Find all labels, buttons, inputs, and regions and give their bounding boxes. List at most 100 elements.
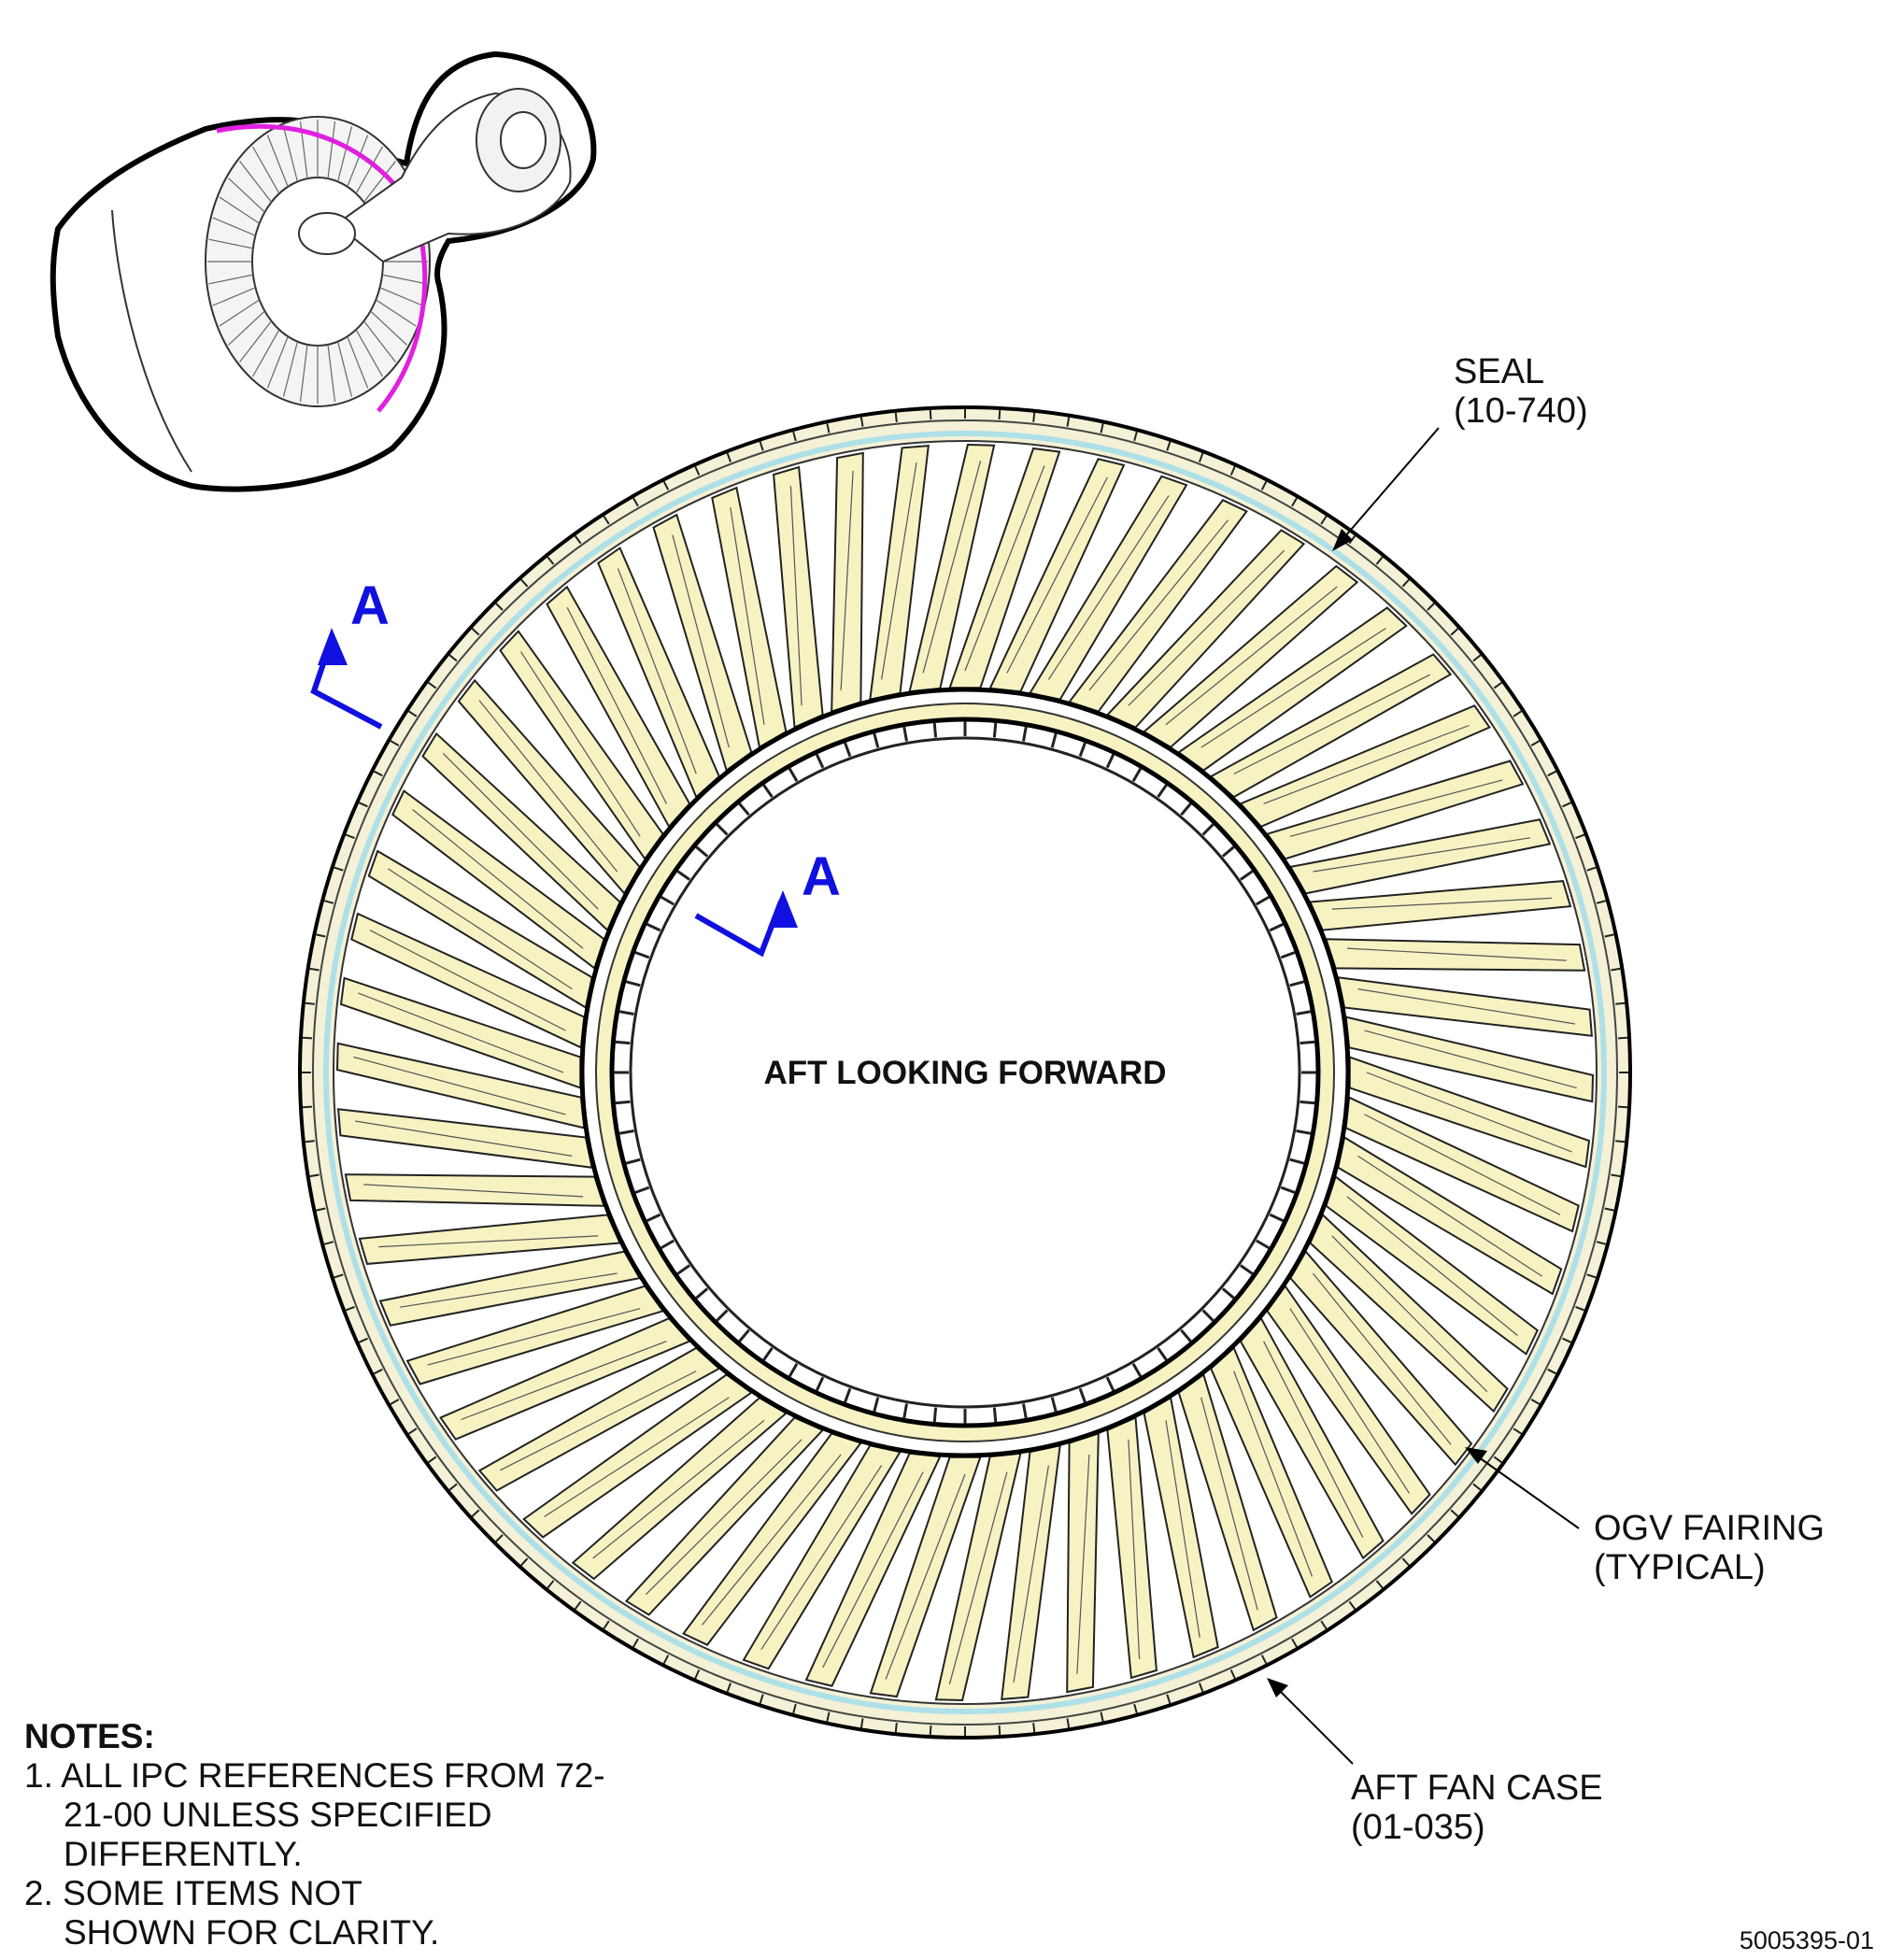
case-bolt-tick [1229,465,1236,476]
inner-bolt-tick [815,1376,825,1392]
case-bolt-tick [998,409,1001,420]
inner-bolt-tick [1300,1100,1315,1105]
case-bolt-tick [574,535,582,545]
inner-bolt-tick [634,1186,650,1195]
aft-fan-case-leader-line [1277,1688,1354,1765]
inner-ring-bore [629,736,1301,1409]
inner-bolt-tick [1289,980,1305,987]
locator-blade [347,335,369,389]
locator-blade [208,238,254,249]
case-bolt-tick [1562,802,1572,808]
inner-bolt-tick [1180,1328,1192,1342]
case-bolt-tick [1100,1711,1104,1722]
case-bolt-tick [1493,1456,1502,1464]
locator-fan-hub [251,177,384,347]
inner-bolt-tick [660,1239,675,1250]
case-bolt-tick [1166,441,1172,451]
case-bolt-tick [694,1669,701,1680]
inner-bolt-tick [716,1309,729,1322]
case-bolt-tick [632,497,639,507]
case-bolt-tick [373,770,383,777]
inner-bolt-tick [1050,732,1058,748]
inner-bolt-tick [1269,922,1285,932]
case-bolt-tick [305,1001,315,1005]
inner-bolt-tick [1256,895,1271,906]
inner-bolt-tick [843,742,852,758]
case-bolt-tick [929,409,932,420]
inner-bolt-tick [815,753,825,769]
case-bolt-tick [694,465,701,476]
case-bolt-tick [1229,1669,1236,1680]
inner-bolt-tick [1050,1397,1058,1413]
case-bolt-tick [759,1694,764,1704]
inner-bolt-tick [1131,767,1143,782]
case-bolt-tick [345,1305,355,1312]
case-bolt-tick [309,967,320,972]
view-label: AFT LOOKING FORWARD [764,1055,1167,1091]
section-letter-upper: A [350,575,390,636]
seal-callout: SEAL (10-740) [1332,352,1588,551]
inner-bolt-tick [660,895,675,906]
case-bolt-tick [792,1703,797,1714]
case-bolt-tick [1032,1723,1036,1733]
case-bolt-tick [1611,1173,1621,1178]
case-bolt-tick [1604,933,1614,938]
locator-blade [370,310,407,346]
inner-bolt-tick [992,1407,998,1423]
locator-blade [239,161,272,203]
locator-blade [347,135,369,188]
case-bolt-tick [373,1368,383,1375]
inner-bolt-tick [695,1287,709,1300]
case-bolt-tick [1066,1718,1071,1728]
case-bolt-tick [726,452,732,462]
inner-bolt-tick [615,1040,631,1045]
case-bolt-tick [1513,1427,1523,1435]
engine-locator-view [50,50,597,492]
ogv-fairing-callout-ref: (TYPICAL) [1594,1548,1766,1587]
inner-bolt-tick [676,1264,690,1275]
inner-bolt-tick [646,922,661,932]
inner-bolt-tick [618,1129,634,1135]
inner-bolt-tick [843,1387,852,1403]
case-bolt-tick [1617,1036,1628,1040]
inner-bolt-tick [1157,784,1168,798]
ogv-fairing-leader-line [1478,1456,1580,1529]
case-bolt-tick [1401,1557,1410,1567]
locator-blade [208,274,254,285]
case-bolt-tick [1615,1140,1626,1143]
aft-fan-case-callout-ref: (01-035) [1351,1808,1485,1847]
inner-bolt-tick [1201,1309,1214,1322]
note-item-1: 1. ALL IPC REFERENCES FROM 72-21-00 UNLE… [24,1756,605,1873]
case-bolt-tick [1575,1305,1585,1312]
locator-case-edge [111,209,192,473]
seal-leader-arrow-icon [1332,529,1353,551]
inner-bolt-tick [932,722,938,738]
case-bolt-tick [1166,1694,1172,1704]
inner-bolt-tick [788,767,799,782]
inner-bolt-tick [1269,1213,1285,1223]
locator-blade [266,135,289,188]
inner-bolt-tick [1078,1387,1087,1403]
inner-bolt-tick [873,732,880,748]
inner-ring-outer [579,687,1351,1458]
case-bolt-tick [759,441,764,451]
inner-bolt-tick [902,1403,908,1419]
locator-blade [212,217,256,236]
case-bolt-tick [1291,1638,1298,1648]
case-bolt-tick [1472,1483,1482,1491]
inner-bolt-tick [646,1213,661,1223]
case-bolt-tick [547,556,555,565]
inner-bolt-tick [1105,1376,1115,1392]
inner-bolt-tick [1078,742,1087,758]
case-bolt-tick [1450,1509,1459,1517]
ogv-vane [344,1173,605,1207]
ogv-fairing-callout: OGV FAIRING (TYPICAL) [1465,1447,1825,1587]
case-bolt-tick [495,1534,504,1542]
case-bolt-tick [1260,480,1268,490]
inner-bolt-tick [676,870,690,881]
case-bolt-tick [471,628,480,636]
case-bolt-tick [1562,1337,1572,1343]
aft-fan-case-rim [312,419,1618,1726]
case-bolt-tick [471,1509,480,1517]
case-bolt-tick [316,933,326,938]
